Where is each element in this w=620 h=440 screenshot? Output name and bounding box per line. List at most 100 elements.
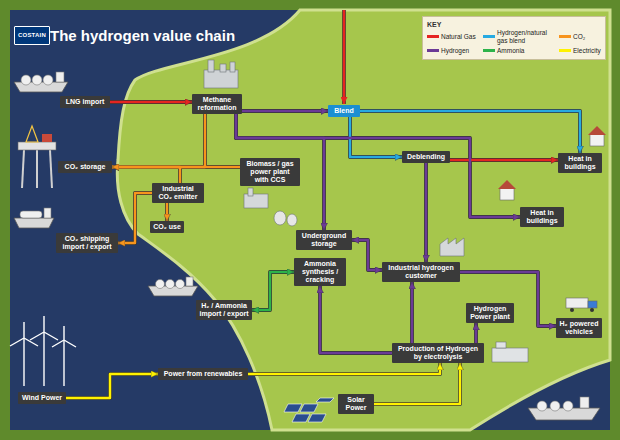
legend-item: Ammonia (483, 47, 555, 55)
label-box: Deblending (402, 151, 450, 163)
label-text: CO₂ shipping import / export (59, 235, 115, 251)
label-text: CO₂ storage (61, 163, 109, 171)
truck (590, 308, 594, 312)
offshore-rig (18, 126, 56, 188)
pipeline-connector (112, 114, 205, 167)
lng-ship (56, 72, 64, 82)
offshore-rig (22, 150, 24, 188)
solar-panels (300, 404, 318, 412)
label-text: COSTAIN (17, 32, 47, 39)
pipeline-connector (352, 240, 382, 270)
offshore-rig (50, 150, 52, 188)
legend-text: CO₂ (573, 33, 585, 41)
lng-ship (21, 75, 31, 85)
solar-panels (284, 404, 302, 412)
logo-box: COSTAIN (14, 26, 50, 45)
label-text: H₂ / Ammonia import / export (199, 302, 249, 318)
pipeline-connector (166, 203, 168, 221)
storage-tanks (274, 211, 297, 226)
house (588, 126, 606, 146)
label-box: Biomass / gas power plant with CCS (240, 158, 300, 186)
land (117, 10, 610, 430)
lng-ship (32, 75, 42, 85)
natural-gas-supply-line (342, 10, 346, 104)
label-box: Solar Power (338, 394, 374, 414)
legend-swatch (483, 35, 495, 38)
pipeline-casing (252, 272, 294, 310)
pipeline-connector (66, 374, 158, 398)
pipelines (66, 102, 580, 404)
wind-turbines (10, 322, 38, 346)
pipeline-casing (474, 323, 478, 343)
house (498, 180, 516, 200)
pipeline-casings (66, 102, 580, 404)
pipeline-connector (425, 163, 427, 262)
hydrogen-ship (148, 277, 198, 296)
house (498, 180, 516, 189)
pipeline-connector (475, 323, 477, 343)
label-box: H₂ powered vehicles (556, 318, 602, 338)
pipeline-casing (424, 163, 428, 262)
pipeline-casing (320, 286, 392, 353)
pipeline-connector (236, 114, 324, 230)
legend-swatch (483, 49, 495, 52)
offshore-rig (18, 142, 56, 150)
label-text: Underground storage (299, 232, 349, 248)
pipeline-casing (242, 109, 328, 113)
solar-panels (284, 398, 334, 422)
wind-turbines (10, 316, 76, 386)
legend-text: Electricity (573, 47, 601, 55)
biomass-plant (244, 194, 268, 208)
pipeline-casing (248, 363, 440, 374)
pipeline-connector (242, 110, 328, 112)
offshore-rig (36, 150, 38, 188)
diagram-title: The hydrogen value chain (50, 27, 235, 45)
label-box: Underground storage (296, 230, 352, 250)
legend-item: Hydrogen (427, 47, 479, 55)
offshore-rig (42, 134, 52, 142)
label-text: CO₂ use (153, 223, 181, 231)
pipeline-connector (236, 114, 520, 217)
pipeline-casing (165, 203, 169, 221)
electrolysis-building (492, 348, 528, 362)
offshore-rig (26, 126, 38, 142)
solar-panels (316, 398, 334, 402)
wind-turbines (43, 332, 44, 386)
pipeline-casing (236, 114, 520, 217)
pipeline-casing (410, 282, 414, 343)
electrolysis-building (496, 342, 506, 348)
legend-box: KEYNatural GasHydrogenHydrogen/natural g… (422, 16, 606, 60)
factory (440, 238, 464, 256)
co2-ship (20, 211, 42, 218)
pipeline-casing (450, 158, 558, 162)
pipeline-casing (374, 363, 460, 404)
cargo-ship (563, 401, 573, 411)
label-text: Industrial hydrogen customer (385, 264, 457, 280)
label-box: CO₂ shipping import / export (56, 233, 118, 253)
truck (566, 298, 597, 312)
cargo-ship (528, 397, 600, 420)
legend-text: Hydrogen (441, 47, 469, 55)
factory (440, 238, 464, 256)
label-box: Wind Power (18, 392, 66, 404)
truck (588, 301, 597, 308)
legend-heading: KEY (427, 20, 601, 29)
label-text: LNG import (63, 98, 107, 106)
pipeline-connector (112, 167, 180, 183)
label-text: Heat in buildings (561, 155, 599, 171)
pipeline-connector (110, 101, 192, 103)
wind-turbines (63, 340, 64, 386)
natural-gas-supply-line (344, 10, 345, 104)
pipeline-casing (460, 272, 556, 326)
label-box: Heat in buildings (558, 153, 602, 173)
pipeline-casing (236, 114, 324, 230)
label-text: Deblending (405, 153, 447, 161)
label-box: CO₂ storage (58, 161, 112, 173)
legend-swatch (559, 35, 571, 38)
legend-item: Electricity (559, 47, 603, 55)
solar-panels (292, 414, 310, 422)
cargo-ship (550, 401, 560, 411)
pipeline-casing (112, 167, 180, 183)
co2-ship (14, 218, 54, 228)
